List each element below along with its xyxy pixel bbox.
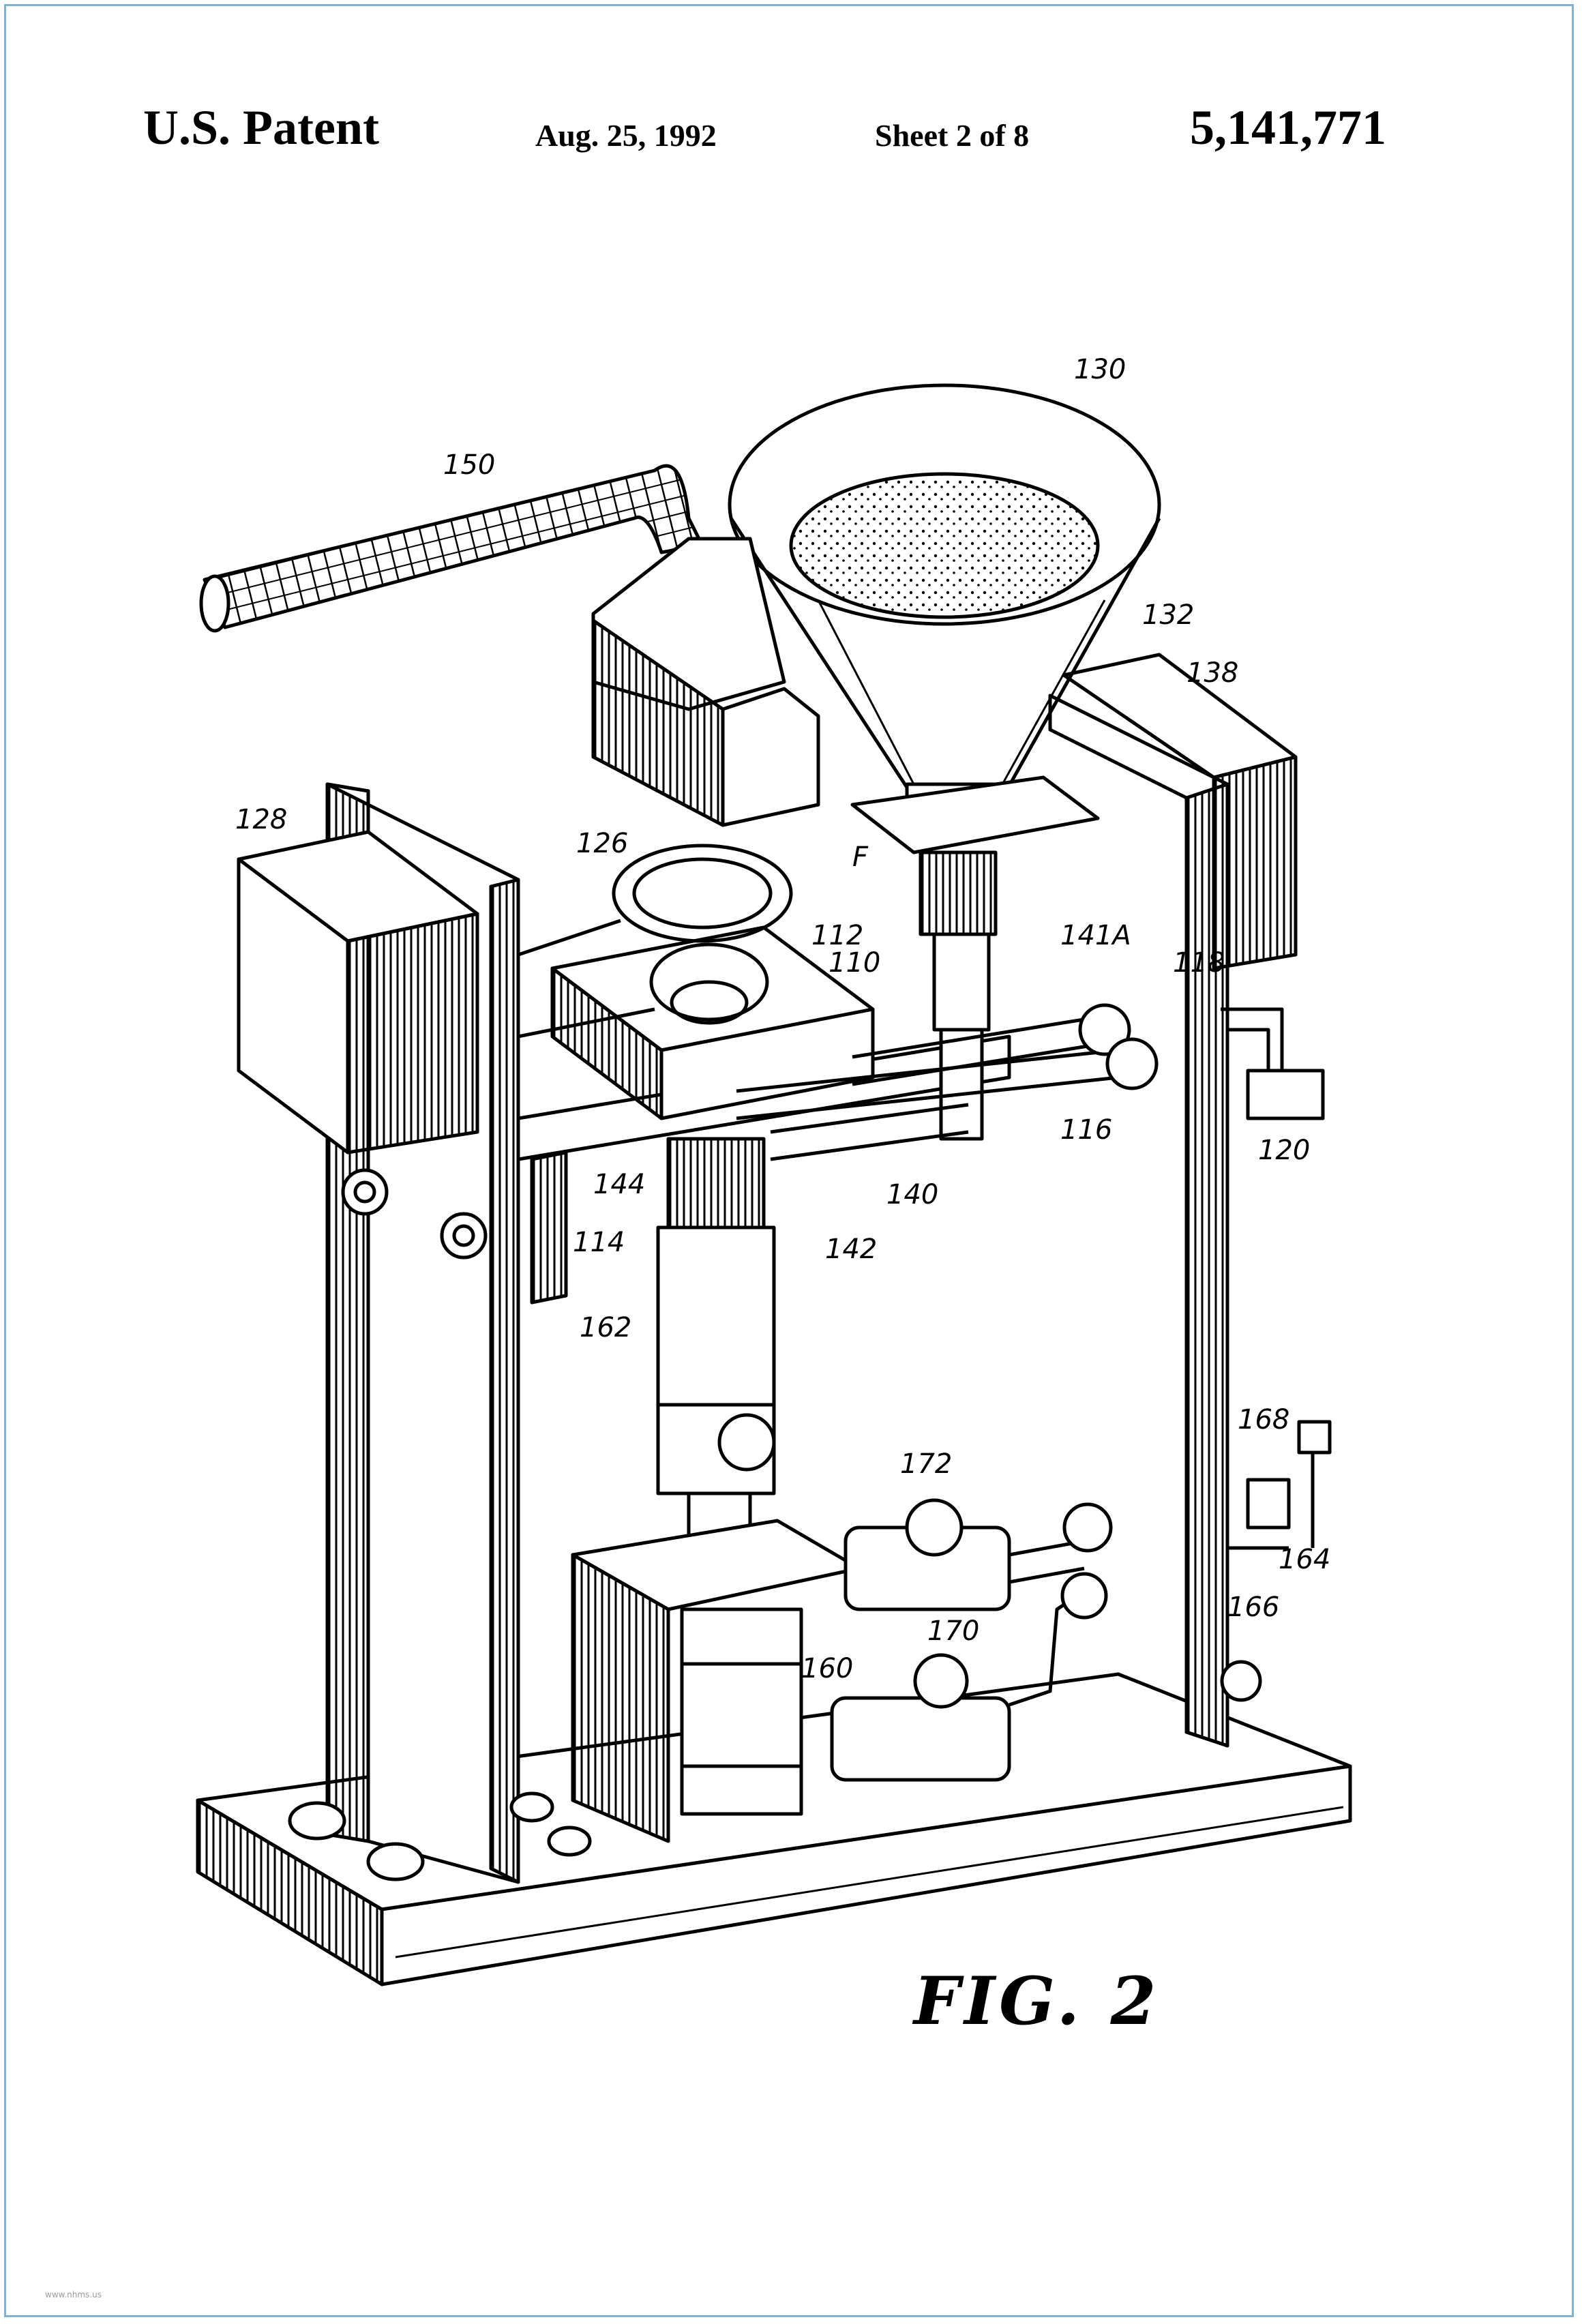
issue-date: Aug. 25, 1992 bbox=[535, 118, 717, 153]
patent-number: 5,141,771 bbox=[1190, 100, 1386, 155]
label-170: 170 bbox=[927, 1615, 979, 1647]
label-150: 150 bbox=[443, 449, 495, 481]
lower-block-160 bbox=[571, 1519, 861, 1843]
label-110: 110 bbox=[829, 947, 880, 979]
base-bolts bbox=[288, 1791, 592, 1881]
label-142: 142 bbox=[825, 1234, 877, 1265]
valve-172 bbox=[844, 1498, 1113, 1611]
watermark: www.nhms.us bbox=[45, 2290, 102, 2299]
blower-housing bbox=[591, 537, 820, 827]
label-138: 138 bbox=[1186, 657, 1238, 689]
label-166: 166 bbox=[1227, 1592, 1279, 1623]
label-172: 172 bbox=[900, 1448, 952, 1480]
sensor-164 bbox=[1227, 1420, 1332, 1550]
feed-column bbox=[919, 850, 998, 1141]
valve-170 bbox=[830, 1572, 1108, 1782]
label-F: F bbox=[852, 841, 869, 873]
label-126: 126 bbox=[576, 828, 628, 859]
label-130: 130 bbox=[1074, 354, 1126, 385]
label-160: 160 bbox=[801, 1653, 853, 1684]
label-162: 162 bbox=[580, 1312, 631, 1343]
cylinder-162 bbox=[656, 1137, 776, 1557]
label-144: 144 bbox=[593, 1169, 645, 1200]
pipes-116-140 bbox=[736, 1003, 1159, 1161]
label-120: 120 bbox=[1258, 1135, 1310, 1166]
coil-126 bbox=[518, 844, 793, 1039]
controller-120 bbox=[1221, 1007, 1325, 1120]
label-132: 132 bbox=[1142, 599, 1194, 631]
label-140: 140 bbox=[886, 1179, 938, 1210]
housing-128 bbox=[237, 830, 479, 1154]
figure-caption: FIG. 2 bbox=[912, 1963, 1160, 2040]
hose-150 bbox=[199, 464, 704, 633]
sheet-indicator: Sheet 2 of 8 bbox=[875, 118, 1030, 153]
label-112: 112 bbox=[811, 920, 863, 951]
label-118: 118 bbox=[1173, 947, 1225, 979]
reference-labels: 130 150 132 138 128 126 F 112 110 141A 1… bbox=[235, 354, 1330, 1684]
housing-138 bbox=[1062, 653, 1298, 970]
label-164: 164 bbox=[1279, 1544, 1330, 1575]
hopper-132 bbox=[728, 383, 1161, 854]
label-168: 168 bbox=[1238, 1404, 1289, 1435]
label-141A: 141A bbox=[1060, 920, 1131, 951]
page-frame bbox=[4, 4, 1574, 2317]
patent-label: U.S. Patent bbox=[143, 100, 379, 155]
label-116: 116 bbox=[1060, 1114, 1112, 1146]
label-114: 114 bbox=[573, 1227, 625, 1258]
label-128: 128 bbox=[235, 804, 287, 835]
